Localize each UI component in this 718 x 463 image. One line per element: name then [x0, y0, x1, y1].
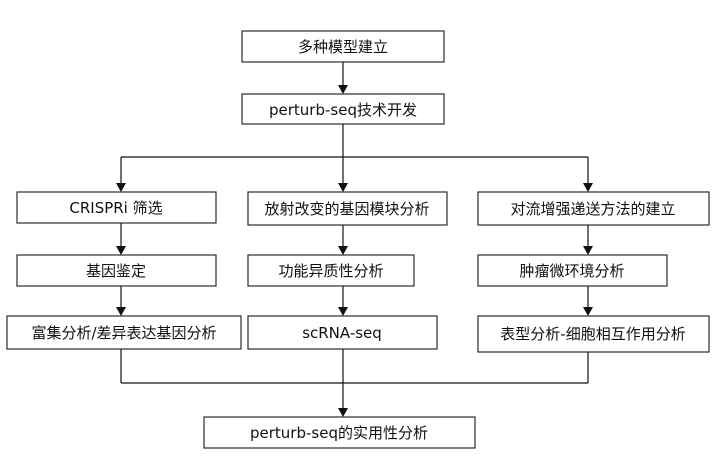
branch-right: 对流增强递送方法的建立 肿瘤微环境分析 表型分析-细胞相互作用分析 — [477, 191, 710, 353]
arrowhead — [338, 246, 348, 255]
node-model-building: 多种模型建立 — [298, 38, 388, 56]
node-phenotype-interaction: 表型分析-细胞相互作用分析 — [500, 325, 685, 343]
node-box — [247, 191, 448, 226]
arrowhead — [338, 85, 348, 94]
arrowhead — [116, 183, 126, 192]
node-enrichment-deg-analysis: 富集分析/差异表达基因分析 — [31, 324, 216, 342]
node-ced-method: 对流增强递送方法的建立 — [510, 200, 675, 218]
arrowhead — [338, 183, 348, 192]
node-box — [247, 315, 438, 350]
node-box — [241, 30, 445, 63]
node-box — [241, 93, 445, 125]
top-stage: 多种模型建立 perturb-seq技术开发 — [241, 30, 445, 125]
node-crispri-screen: CRISPRi 筛选 — [69, 199, 162, 217]
arrowhead — [338, 408, 348, 417]
arrowhead — [338, 307, 348, 316]
node-radiation-gene-module: 放射改变的基因模块分析 — [264, 200, 429, 218]
arrowhead — [116, 307, 126, 316]
node-tumor-microenvironment: 肿瘤微环境分析 — [519, 262, 624, 280]
bottom-stage: perturb-seq的实用性分析 — [203, 416, 476, 449]
branch-left: CRISPRi 筛选 基因鉴定 富集分析/差异表达基因分析 — [6, 191, 242, 350]
arrowhead — [116, 246, 126, 255]
node-box — [477, 315, 710, 353]
node-box — [6, 315, 242, 350]
arrowhead — [583, 246, 593, 255]
node-box — [477, 254, 668, 287]
node-scrna-seq: scRNA-seq — [302, 324, 382, 342]
node-box — [477, 191, 710, 226]
node-box — [247, 254, 415, 287]
node-gene-identification: 基因鉴定 — [86, 262, 146, 280]
node-functional-heterogeneity: 功能异质性分析 — [278, 262, 383, 280]
arrowhead — [583, 183, 593, 192]
node-box — [16, 191, 217, 224]
node-box — [16, 254, 217, 287]
node-perturb-seq-utility: perturb-seq的实用性分析 — [250, 424, 428, 442]
arrowhead — [583, 307, 593, 316]
connectors — [116, 62, 593, 417]
node-perturb-seq-development: perturb-seq技术开发 — [269, 101, 417, 119]
node-box — [203, 416, 476, 449]
branch-middle: 放射改变的基因模块分析 功能异质性分析 scRNA-seq — [247, 191, 448, 350]
